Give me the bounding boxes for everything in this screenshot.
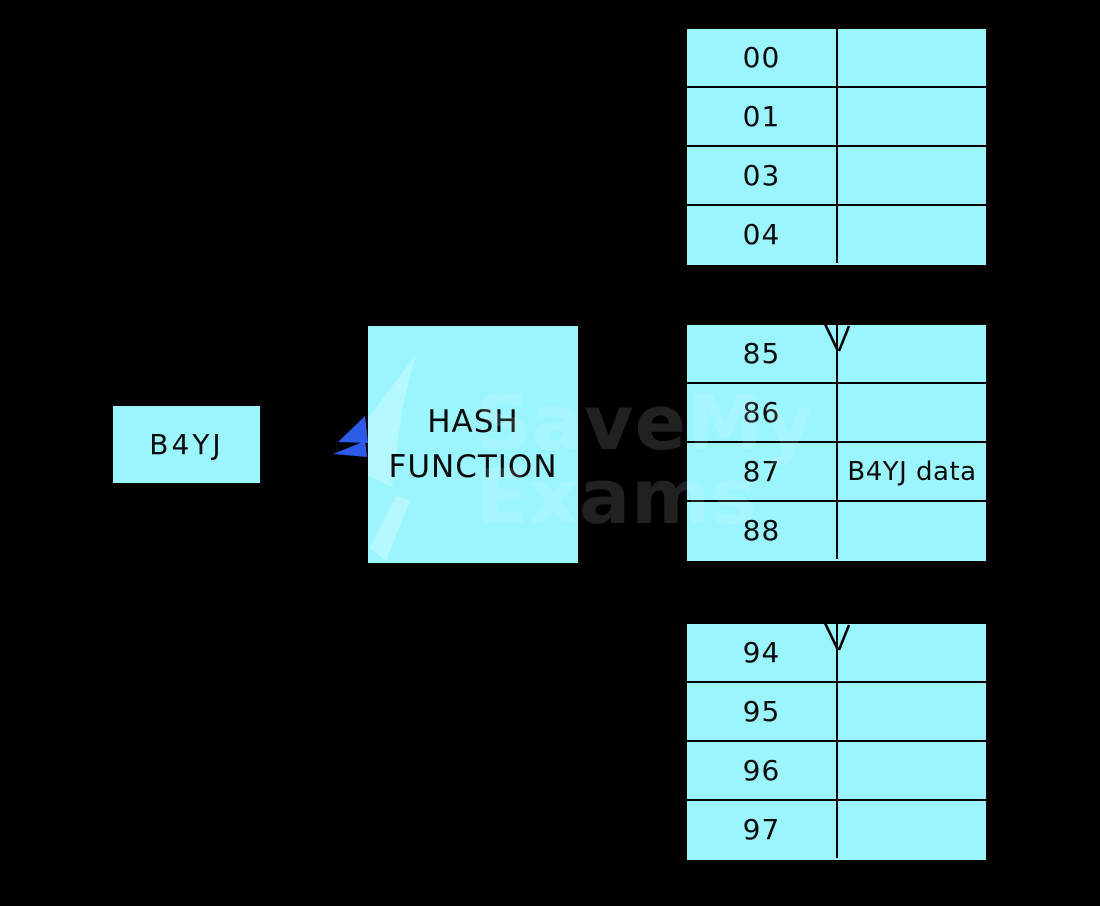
table-row: 00: [687, 29, 986, 88]
index-cell: 03: [687, 147, 838, 204]
index-cell: 86: [687, 384, 838, 441]
input-arrow-icon: [333, 416, 368, 457]
value-cell: B4YJ data: [847, 456, 977, 487]
index-cell: 94: [687, 624, 838, 681]
table-row: 01: [687, 88, 986, 147]
value-cell: [838, 624, 986, 681]
index-cell: 04: [687, 206, 838, 263]
table-row: 94: [687, 624, 986, 683]
value-cell: [838, 384, 986, 441]
table-row: 86: [687, 384, 986, 443]
hash-table-bottom: 94 95 96 97: [685, 622, 988, 862]
value-cell: [838, 801, 986, 858]
insertion-pointer-icon: [823, 622, 851, 651]
key-label: B4YJ: [149, 428, 224, 461]
index-cell: 87: [687, 443, 838, 500]
hash-function-box: HASH FUNCTION: [368, 326, 578, 563]
index-cell: 96: [687, 742, 838, 799]
index-cell: 00: [687, 29, 838, 86]
index-cell: 88: [687, 502, 838, 559]
value-cell: [838, 742, 986, 799]
index-cell: 85: [687, 325, 838, 382]
lightning-bolt-watermark-icon: [368, 356, 415, 561]
value-cell: [838, 325, 986, 382]
index-cell: 01: [687, 88, 838, 145]
table-row: 96: [687, 742, 986, 801]
table-row: 88: [687, 502, 986, 559]
hash-table-top: 00 01 03 04: [685, 27, 988, 267]
table-row: 87 B4YJ data: [687, 443, 986, 502]
value-cell: [838, 502, 986, 559]
key-box: B4YJ: [113, 406, 260, 483]
table-row: 97: [687, 801, 986, 858]
value-cell: [838, 29, 986, 86]
hash-table-middle: 85 86 87 B4YJ data 88: [685, 323, 988, 563]
value-cell: [838, 147, 986, 204]
index-cell: 95: [687, 683, 838, 740]
value-cell: [838, 683, 986, 740]
value-cell: [838, 88, 986, 145]
insertion-pointer-icon: [823, 323, 851, 352]
table-row: 95: [687, 683, 986, 742]
index-cell: 97: [687, 801, 838, 858]
table-row: 85: [687, 325, 986, 384]
hash-function-label: HASH FUNCTION: [388, 403, 558, 485]
value-cell: [838, 206, 986, 263]
table-row: 03: [687, 147, 986, 206]
table-row: 04: [687, 206, 986, 263]
